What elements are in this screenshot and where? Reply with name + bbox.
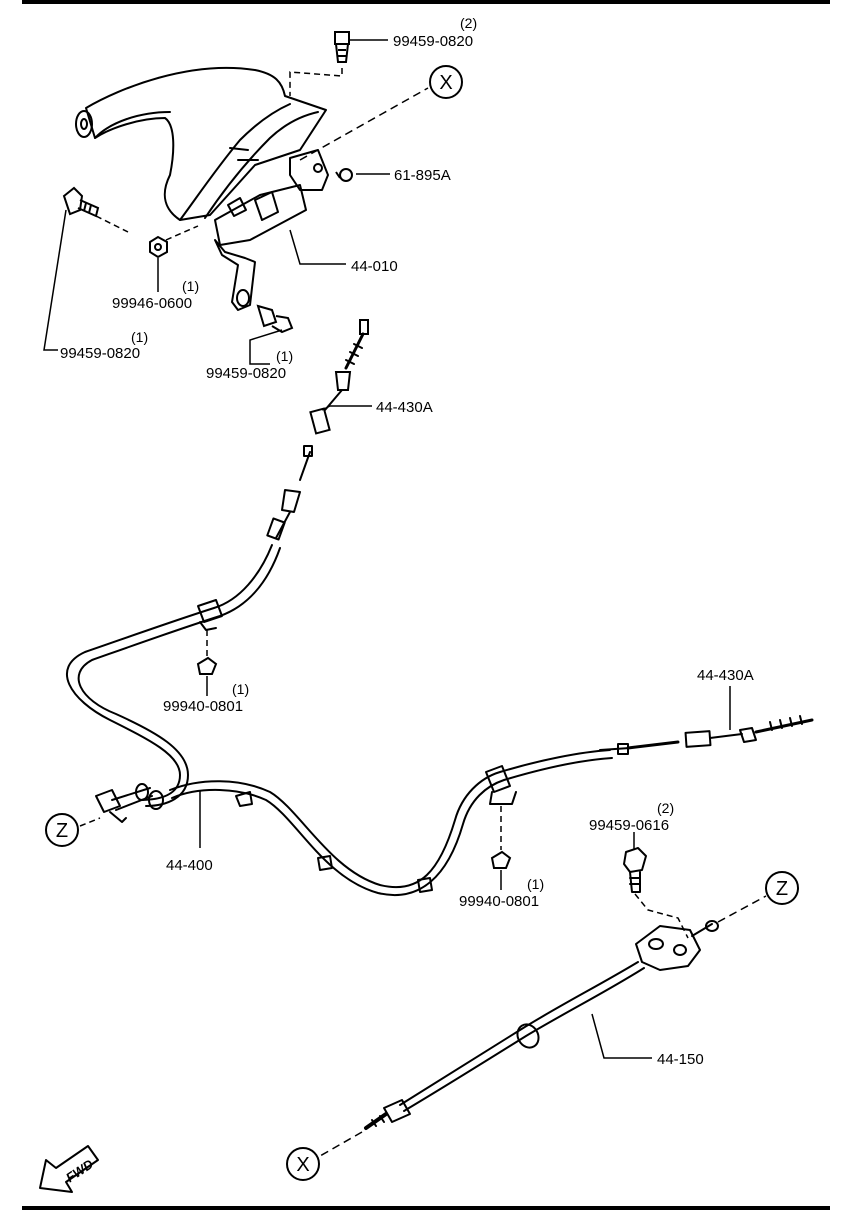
z-right-guide — [717, 895, 767, 923]
top-border — [22, 0, 830, 4]
bolt-bottom-qty: (2) — [657, 800, 674, 816]
fwd-arrow: FWD — [39, 1145, 99, 1193]
bolt-left-number: 99459-0820 — [60, 345, 140, 362]
nut-guide — [165, 225, 199, 241]
nut-number: 99946-0600 — [112, 295, 192, 312]
front-cable — [309, 319, 369, 435]
marker-z-right: Z — [765, 871, 799, 905]
marker-x-top: X — [429, 65, 463, 99]
clip-right-number: 99940-0801 — [459, 893, 539, 910]
bolt-bottom-number: 99459-0616 — [589, 817, 669, 834]
svg-text:Z: Z — [776, 878, 788, 900]
bolt-top-guide — [289, 68, 343, 96]
equalizer-cable — [364, 847, 719, 1130]
marker-x-bottom: X — [286, 1147, 320, 1181]
bolt-left-guide — [95, 215, 129, 233]
bolt-bottom-guide — [634, 893, 689, 939]
leader-lines — [43, 39, 731, 1059]
rear-cable-number: 44-400 — [166, 857, 213, 874]
marker-z-left: Z — [45, 813, 79, 847]
front-cable-number: 44-430A — [376, 399, 433, 416]
z-left-guide — [79, 817, 101, 827]
svg-text:X: X — [439, 72, 452, 94]
clip-washer-left — [196, 656, 218, 675]
clip-left-number: 99940-0801 — [163, 698, 243, 715]
bolt-left-qty: (1) — [131, 329, 148, 345]
bolt-top-number: 99459-0820 — [393, 33, 473, 50]
main-cable — [65, 445, 814, 896]
clip-right-qty: (1) — [527, 876, 544, 892]
bolt-top-qty: (2) — [460, 15, 477, 31]
svg-text:Z: Z — [56, 820, 68, 842]
bolt-top — [334, 31, 350, 63]
bolt-bracket-qty: (1) — [276, 348, 293, 364]
bolt-bracket — [256, 304, 294, 334]
clip-washer-right — [490, 850, 512, 869]
equalizer-cable-number: 44-150 — [657, 1051, 704, 1068]
bottom-border — [22, 1206, 830, 1210]
x-top-guide — [299, 87, 429, 161]
clip-x-number: 61-895A — [394, 167, 451, 184]
x-bottom-guide — [319, 1131, 363, 1157]
nut — [149, 235, 168, 259]
lever-assembly-number: 44-010 — [351, 258, 398, 275]
bolt-left — [62, 186, 100, 218]
nut-qty: (1) — [182, 278, 199, 294]
svg-text:X: X — [296, 1154, 309, 1176]
lever-assembly — [75, 66, 329, 311]
rear-cable-end-number: 44-430A — [697, 667, 754, 684]
clip-left-qty: (1) — [232, 681, 249, 697]
bolt-bracket-number: 99459-0820 — [206, 365, 286, 382]
clip-61-895a — [335, 168, 353, 182]
